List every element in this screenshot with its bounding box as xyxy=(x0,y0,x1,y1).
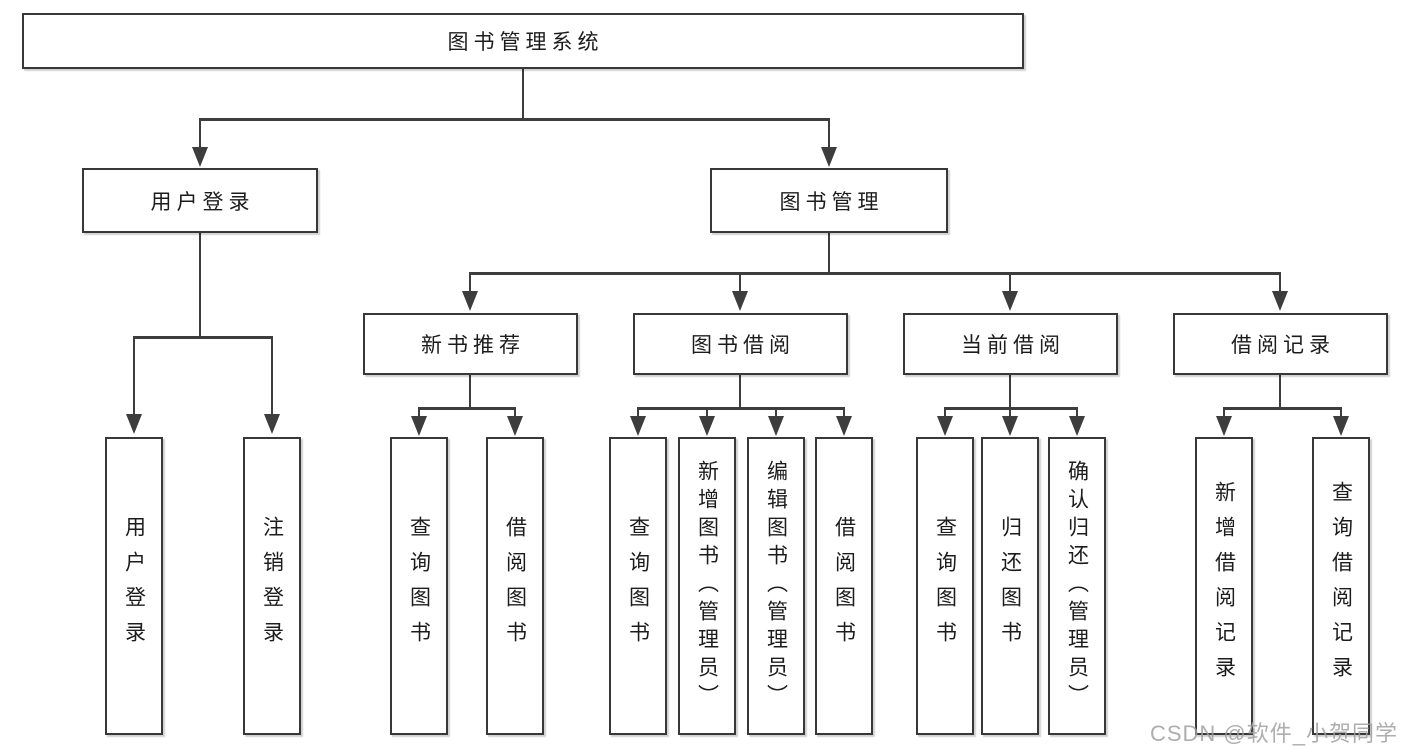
connector-bus xyxy=(468,272,1282,275)
node-leaf-query-book-3: 查询图书 xyxy=(916,437,974,735)
node-leaf-add-record: 新增借阅记录 xyxy=(1195,437,1253,735)
node-label: 图书借阅 xyxy=(691,334,795,357)
connector-branch xyxy=(842,407,846,420)
connector-branch xyxy=(1339,407,1343,420)
connector-branch xyxy=(270,336,274,418)
node-label: 图书管理系统 xyxy=(447,31,604,54)
node-label: 归还图书 xyxy=(998,516,1022,656)
arrow-down-icon xyxy=(1215,416,1232,436)
node-book-borrow: 图书借阅 xyxy=(633,313,848,375)
node-leaf-logout: 注销登录 xyxy=(243,437,301,735)
connector-branch xyxy=(468,272,472,295)
arrow-down-icon xyxy=(1332,416,1349,436)
node-label: 借阅图书 xyxy=(503,516,527,656)
arrow-down-icon xyxy=(191,147,208,167)
connector-branch xyxy=(1008,407,1012,420)
node-new-book-recommend: 新书推荐 xyxy=(363,313,578,375)
connector-branch xyxy=(738,272,742,295)
connector-branch xyxy=(827,118,831,151)
connector-stem xyxy=(521,69,525,121)
connector-branch xyxy=(1278,272,1282,295)
node-borrow-records: 借阅记录 xyxy=(1173,313,1388,375)
connector-branch xyxy=(774,407,778,420)
node-label: 图书管理 xyxy=(779,190,884,214)
connector-bus xyxy=(198,118,831,121)
connector-branch xyxy=(198,118,202,151)
connector-stem xyxy=(1008,375,1012,410)
connector-bus xyxy=(417,407,517,410)
node-label: 当前借阅 xyxy=(961,334,1065,357)
connector-stem xyxy=(738,375,742,410)
node-leaf-edit-book: 编辑图书（管理员） xyxy=(747,437,805,735)
node-label: 查询图书 xyxy=(626,516,650,656)
node-label: 编辑图书（管理员） xyxy=(764,460,788,712)
arrow-down-icon xyxy=(1068,416,1085,436)
connector-branch xyxy=(1075,407,1079,420)
node-leaf-return-book: 归还图书 xyxy=(981,437,1039,735)
connector-branch xyxy=(636,407,640,420)
node-label: 借阅图书 xyxy=(832,516,856,656)
arrow-down-icon xyxy=(263,414,280,434)
node-label: 用户登录 xyxy=(150,190,255,214)
arrow-down-icon xyxy=(767,416,784,436)
arrow-down-icon xyxy=(936,416,953,436)
node-leaf-query-record: 查询借阅记录 xyxy=(1312,437,1370,735)
connector-stem xyxy=(827,233,831,275)
connector-bus xyxy=(1222,407,1343,410)
node-label: 借阅记录 xyxy=(1231,334,1335,357)
arrow-down-icon xyxy=(410,416,427,436)
connector-stem xyxy=(468,375,472,410)
node-label: 确认归还（管理员） xyxy=(1065,460,1089,712)
node-book-management: 图书管理 xyxy=(710,168,948,233)
arrow-down-icon xyxy=(835,416,852,436)
connector-branch xyxy=(132,336,136,418)
connector-bus xyxy=(132,336,274,339)
connector-stem xyxy=(198,233,202,339)
node-label: 新增借阅记录 xyxy=(1212,481,1236,691)
node-root: 图书管理系统 xyxy=(22,13,1024,69)
arrow-down-icon xyxy=(125,414,142,434)
node-leaf-add-book: 新增图书（管理员） xyxy=(678,437,736,735)
node-label: 查询图书 xyxy=(933,516,957,656)
node-label: 新书推荐 xyxy=(421,334,525,357)
node-leaf-user-login: 用户登录 xyxy=(105,437,163,735)
connector-branch xyxy=(705,407,709,420)
node-user-login: 用户登录 xyxy=(82,168,318,233)
connector-branch xyxy=(943,407,947,420)
node-label: 用户登录 xyxy=(122,516,146,656)
arrow-down-icon xyxy=(1271,291,1288,311)
arrow-down-icon xyxy=(1001,291,1018,311)
connector-branch xyxy=(1222,407,1226,420)
connector-bus xyxy=(636,407,846,410)
node-label: 查询图书 xyxy=(407,516,431,656)
node-label: 查询借阅记录 xyxy=(1329,481,1353,691)
node-label: 注销登录 xyxy=(260,516,284,656)
node-leaf-confirm-return: 确认归还（管理员） xyxy=(1048,437,1106,735)
arrow-down-icon xyxy=(698,416,715,436)
node-current-borrow: 当前借阅 xyxy=(903,313,1118,375)
watermark-text: CSDN @软件_小贺同学 xyxy=(1149,721,1398,746)
connector-branch xyxy=(1008,272,1012,295)
connector-stem xyxy=(1278,375,1282,410)
arrow-down-icon xyxy=(506,416,523,436)
arrow-down-icon xyxy=(820,147,837,167)
arrow-down-icon xyxy=(461,291,478,311)
node-leaf-query-book-1: 查询图书 xyxy=(390,437,448,735)
node-label: 新增图书（管理员） xyxy=(695,460,719,712)
connector-branch xyxy=(513,407,517,420)
node-leaf-borrow-book-2: 借阅图书 xyxy=(815,437,873,735)
arrow-down-icon xyxy=(629,416,646,436)
connector-branch xyxy=(417,407,421,420)
node-leaf-borrow-book-1: 借阅图书 xyxy=(486,437,544,735)
arrow-down-icon xyxy=(1001,416,1018,436)
arrow-down-icon xyxy=(731,291,748,311)
node-leaf-query-book-2: 查询图书 xyxy=(609,437,667,735)
